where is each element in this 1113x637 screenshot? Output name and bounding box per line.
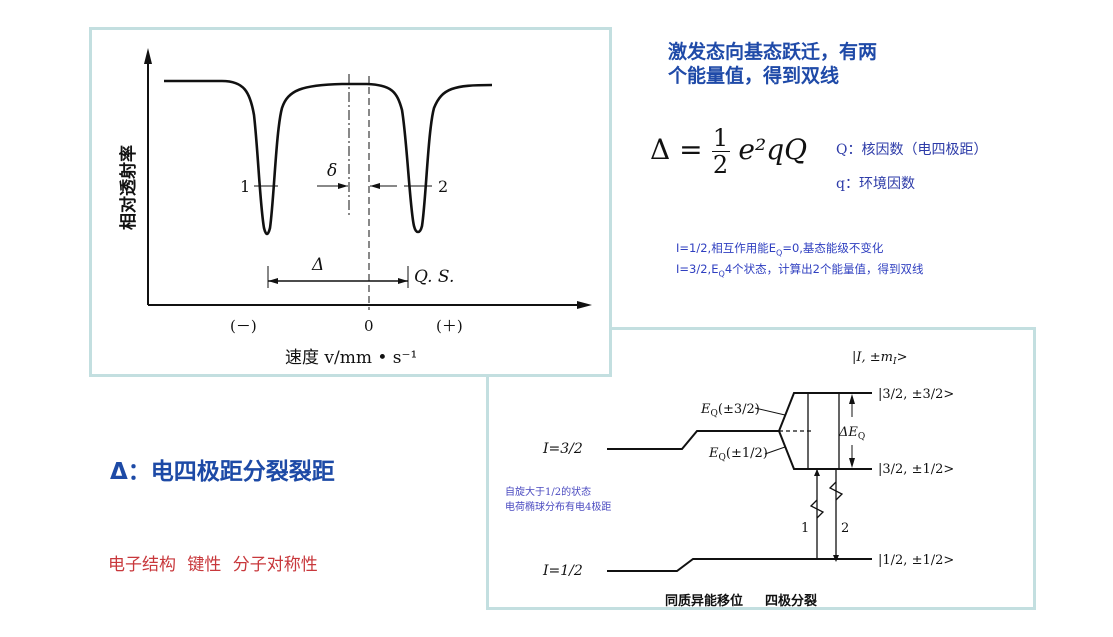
- y-axis-arrow-icon: [144, 48, 152, 64]
- x-tick-negative: (－): [230, 317, 257, 335]
- quadrupole-doublet-spectrum: δ 1 2 Δ Q. S. (－) 0 (＋) 速度 v/mm • s⁻¹ 相对…: [118, 48, 592, 368]
- transition-2-label: 2: [841, 521, 849, 536]
- delta-EQ-label: ΔEQ: [838, 425, 865, 442]
- peak-1-label: 1: [240, 177, 250, 196]
- spin-state-notes: I=1/2,相互作用能EQ=0,基态能级不变化 I=3/2,EQ4个状态，计算出…: [676, 240, 923, 283]
- level-32-32: [778, 392, 872, 432]
- EQ-32-label: EQ(±3/2): [700, 402, 760, 419]
- formula-lhs: Δ: [650, 133, 671, 166]
- peak-2-label: 2: [438, 177, 448, 196]
- x-axis-arrow-icon: [577, 301, 592, 309]
- x-tick-positive: (＋): [436, 317, 463, 335]
- x-axis-label: 速度 v/mm • s⁻¹: [285, 348, 417, 368]
- arrow-left-icon: [370, 183, 380, 189]
- properties-line: 电子结构 键性 分子对称性: [108, 555, 318, 575]
- formula-fraction: 1 2: [711, 124, 730, 179]
- ket-12-12: |1/2, ±1/2>: [878, 553, 954, 568]
- spin-note-line-2: 电荷椭球分布有电4极距: [505, 502, 612, 513]
- transition-heading: 激发态向基态跃迁，有两 个能量值，得到双线: [668, 40, 877, 88]
- excited-level-line: [607, 430, 779, 450]
- delta-label: Δ: [311, 255, 324, 275]
- ket-32-12: |3/2, ±1/2>: [878, 462, 954, 477]
- delta-definition-title: Δ：电四极距分裂裂距: [110, 459, 335, 485]
- symbol-definitions: Q：核因数（电四极距） q：环境因数: [836, 133, 987, 201]
- transmission-curve: [164, 79, 493, 236]
- transition-1-label: 1: [801, 521, 809, 536]
- qs-label: Q. S.: [414, 267, 454, 287]
- spectrum-figure-panel: δ 1 2 Δ Q. S. (－) 0 (＋) 速度 v/mm • s⁻¹ 相对…: [89, 27, 612, 377]
- ket-header: |I, ±mI>: [852, 350, 907, 367]
- q-definition: q：环境因数: [836, 176, 915, 192]
- heading-line-1: 激发态向基态跃迁，有两: [668, 41, 878, 63]
- note-line-1: I=1/2,相互作用能EQ=0,基态能级不变化: [676, 241, 884, 258]
- formula-numerator: 1: [712, 124, 729, 152]
- energy-level-diagram: |I, ±mI> I=3/2 EQ(±3/2) EQ(±1/2) ΔEQ |3/…: [542, 350, 954, 609]
- EQ-12-label: EQ(±1/2): [708, 446, 768, 463]
- heading-line-2: 个能量值，得到双线: [668, 65, 840, 87]
- note-line-2: I=3/2,EQ4个状态，计算出2个能量值，得到双线: [676, 262, 924, 279]
- arrow-right-icon: [338, 183, 348, 189]
- ket-32-32: |3/2, ±3/2>: [878, 387, 954, 402]
- I-3-2-label: I=3/2: [542, 441, 583, 457]
- formula-eq: =: [679, 133, 703, 166]
- level-32-12: [778, 430, 872, 470]
- I-1-2-label: I=1/2: [542, 563, 583, 579]
- y-axis-label: 相对透射率: [118, 145, 139, 230]
- isomer-shift-caption: 同质异能移位: [665, 593, 743, 609]
- quadrupole-formula: Δ = 1 2 e²qQ: [650, 125, 807, 178]
- quadrupole-splitting-caption: 四极分裂: [765, 593, 818, 609]
- Q-definition: Q：核因数（电四极距）: [836, 142, 988, 158]
- formula-denominator: 2: [712, 151, 729, 179]
- spin-note-line-1: 自旋大于1/2的状态: [505, 487, 592, 498]
- energy-level-panel: |I, ±mI> I=3/2 EQ(±3/2) EQ(±1/2) ΔEQ |3/…: [486, 327, 1036, 610]
- spin-note: 自旋大于1/2的状态 电荷椭球分布有电4极距: [505, 485, 611, 515]
- isomer-shift-label: δ: [327, 161, 337, 181]
- x-tick-zero: 0: [364, 317, 374, 335]
- formula-rhs: e²qQ: [738, 133, 808, 166]
- ground-level-line: [607, 558, 872, 572]
